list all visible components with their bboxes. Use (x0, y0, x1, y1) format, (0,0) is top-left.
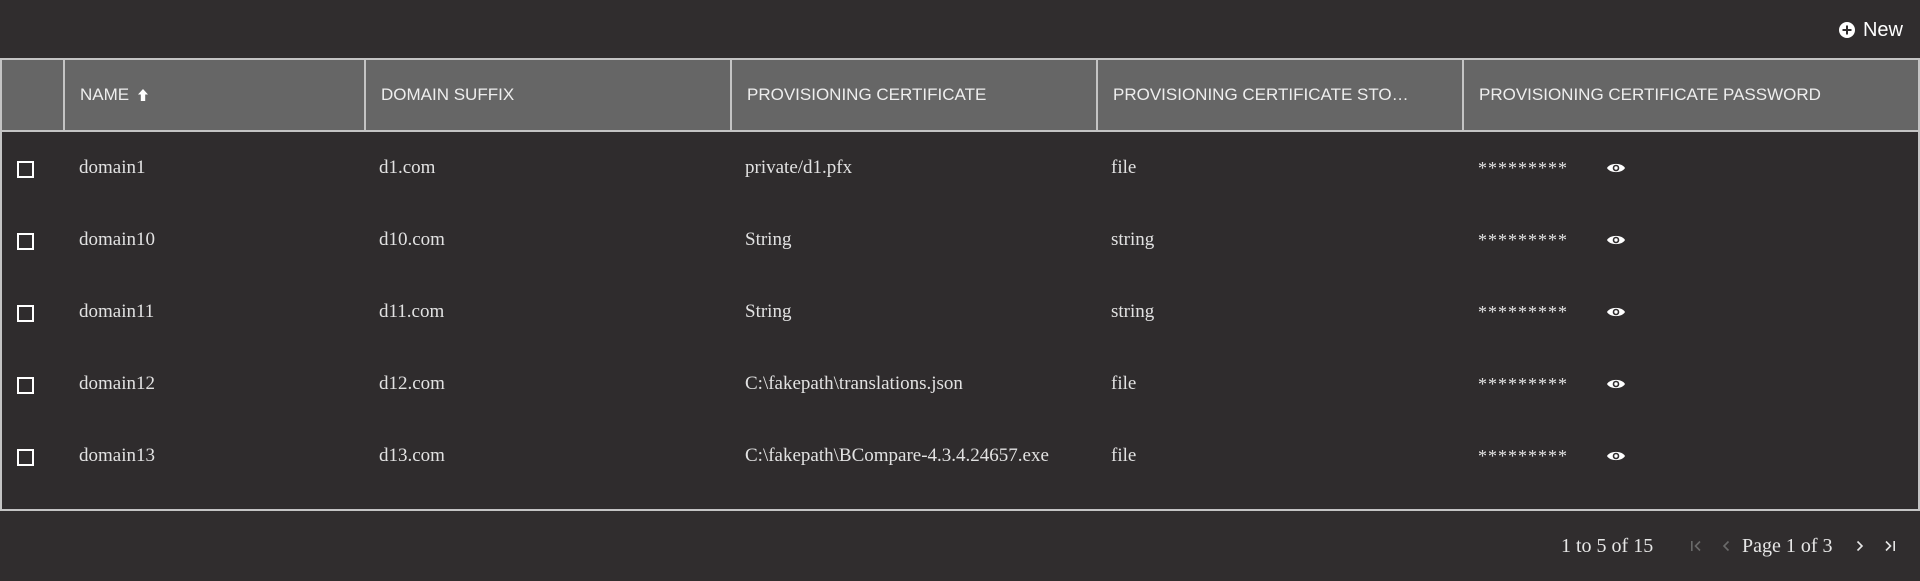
table-row[interactable]: domain1 d1.com private/d1.pfx file *****… (2, 132, 1918, 204)
cell-certificate: C:\fakepath\translations.json (745, 373, 963, 394)
row-checkbox[interactable] (17, 233, 34, 250)
pagination-bar: 1 to 5 of 15 Page 1 of 3 (0, 511, 1920, 581)
toolbar: New (0, 0, 1920, 58)
row-checkbox[interactable] (17, 449, 34, 466)
eye-icon[interactable] (1606, 304, 1626, 320)
column-header-label: PROVISIONING CERTIFICATE STO… (1113, 85, 1409, 104)
cell-name: domain1 (79, 157, 146, 178)
cell-domain-suffix: d13.com (379, 445, 445, 466)
plus-circle-icon (1838, 22, 1855, 38)
table-header: NAME DOMAIN SUFFIX PROVISIONING CERTIFIC… (2, 60, 1918, 132)
eye-icon[interactable] (1606, 232, 1626, 248)
cell-certificate: String (745, 301, 792, 322)
pagination-summary: 1 to 5 of 15 (1561, 534, 1654, 557)
column-header-label: NAME (80, 85, 130, 104)
cell-name: domain10 (79, 229, 155, 250)
cell-password: ********* (1478, 229, 1568, 250)
cell-domain-suffix: d1.com (379, 157, 436, 178)
eye-icon[interactable] (1606, 376, 1626, 392)
cell-certificate: String (745, 229, 792, 250)
cell-password: ********* (1478, 301, 1568, 322)
first-page-icon[interactable] (1688, 538, 1704, 554)
table-row[interactable]: domain10 d10.com String string ********* (2, 204, 1918, 276)
cell-password: ********* (1478, 157, 1568, 178)
cell-storage: file (1111, 157, 1137, 178)
previous-page-icon[interactable] (1718, 538, 1734, 554)
last-page-icon[interactable] (1882, 538, 1898, 554)
cell-domain-suffix: d10.com (379, 229, 445, 250)
cell-name: domain12 (79, 373, 155, 394)
column-header-provisioning-certificate-storage[interactable]: PROVISIONING CERTIFICATE STO… (1098, 60, 1464, 130)
column-header-provisioning-certificate-password[interactable]: PROVISIONING CERTIFICATE PASSWORD (1464, 60, 1918, 130)
cell-storage: file (1111, 445, 1137, 466)
cell-domain-suffix: d11.com (379, 301, 445, 322)
cell-name: domain11 (79, 301, 155, 322)
column-header-label: PROVISIONING CERTIFICATE PASSWORD (1479, 85, 1821, 104)
cell-password: ********* (1478, 445, 1568, 466)
table-row[interactable]: domain11 d11.com String string ********* (2, 276, 1918, 348)
cell-certificate: C:\fakepath\BCompare-4.3.4.24657.exe (745, 445, 1049, 466)
new-button[interactable]: New (1838, 16, 1903, 44)
new-button-label: New (1862, 18, 1903, 41)
pagination-page-label: Page 1 of 3 (1742, 534, 1833, 557)
column-header-label: DOMAIN SUFFIX (381, 85, 515, 104)
cell-storage: string (1111, 229, 1155, 250)
table-row[interactable]: domain12 d12.com C:\fakepath\translation… (2, 348, 1918, 420)
data-grid: NAME DOMAIN SUFFIX PROVISIONING CERTIFIC… (0, 58, 1920, 511)
cell-password: ********* (1478, 373, 1568, 394)
column-header-provisioning-certificate[interactable]: PROVISIONING CERTIFICATE (732, 60, 1098, 130)
sort-ascending-icon (138, 89, 149, 101)
select-all-header[interactable] (2, 60, 65, 130)
row-checkbox[interactable] (17, 161, 34, 178)
cell-domain-suffix: d12.com (379, 373, 445, 394)
table-row[interactable]: domain13 d13.com C:\fakepath\BCompare-4.… (2, 420, 1918, 492)
eye-icon[interactable] (1606, 160, 1626, 176)
eye-icon[interactable] (1606, 448, 1626, 464)
row-checkbox[interactable] (17, 377, 34, 394)
row-checkbox[interactable] (17, 305, 34, 322)
next-page-icon[interactable] (1852, 538, 1868, 554)
cell-storage: file (1111, 373, 1137, 394)
cell-certificate: private/d1.pfx (745, 157, 853, 178)
column-header-domain-suffix[interactable]: DOMAIN SUFFIX (366, 60, 732, 130)
column-header-name[interactable]: NAME (65, 60, 366, 130)
column-header-label: PROVISIONING CERTIFICATE (747, 85, 987, 104)
cell-storage: string (1111, 301, 1155, 322)
cell-name: domain13 (79, 445, 155, 466)
